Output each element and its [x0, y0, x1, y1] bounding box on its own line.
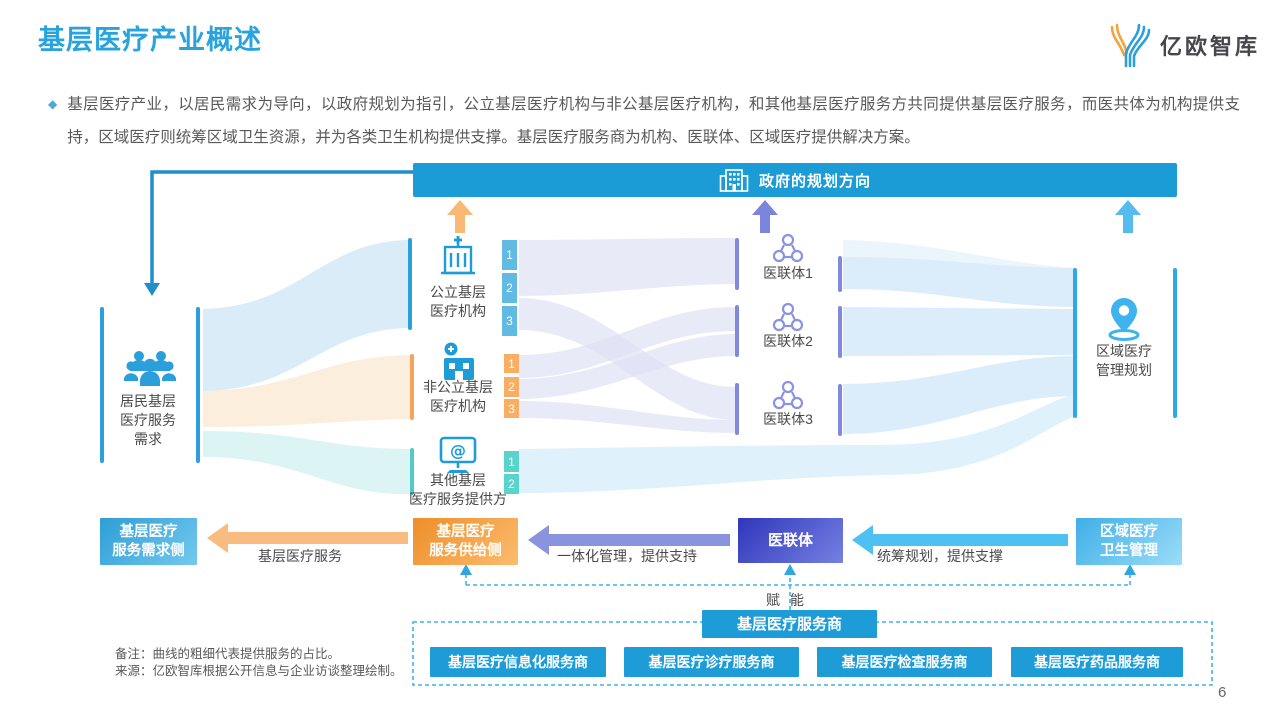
alliance3-label: 医联体3 — [763, 411, 813, 427]
up-arrow-purple — [752, 200, 778, 233]
up-arrow-orange — [447, 200, 473, 233]
provider-box-treatment: 基层医疗诊疗服务商 — [624, 647, 799, 677]
other-segment-2: 2 — [504, 474, 519, 494]
flow-demand-other — [203, 431, 410, 495]
regional-pin-icon — [1108, 298, 1140, 341]
flow-public-alliance1 — [519, 238, 735, 296]
up-arrow-blue — [1115, 200, 1141, 233]
alliance2-network-icon — [772, 302, 804, 332]
node-bars — [100, 238, 1177, 495]
nonpublic-segment-2: 2 — [504, 377, 519, 397]
provider-box-it: 基层医疗信息化服务商 — [430, 647, 606, 677]
gov-to-demand-arrowhead — [144, 283, 160, 296]
arrow1-label: 基层医疗服务 — [258, 548, 342, 564]
page-title: 基层医疗产业概述 — [38, 25, 262, 55]
intro-block: ◆ 基层医疗产业，以居民需求为导向，以政府规划为指引，公立基层医疗机构与非公基层… — [48, 88, 1240, 154]
brand-logo-icon — [1110, 23, 1151, 68]
other-segment-1: 1 — [504, 451, 519, 472]
flow-alliance2-regional-band — [843, 313, 1073, 355]
footnotes: 备注：曲线的粗细代表提供服务的占比。 来源：亿欧智库根据公开信息与企业访谈整理绘… — [115, 646, 403, 680]
public-segment-2: 2 — [502, 273, 517, 303]
arrow-alliance-to-supply — [528, 525, 730, 555]
supply-side-box: 基层医疗 服务供给侧 — [413, 518, 518, 565]
gov-planning-label: 政府的规划方向 — [758, 172, 871, 190]
intro-text: 基层医疗产业，以居民需求为导向，以政府规划为指引，公立基层医疗机构与非公基层医疗… — [67, 96, 1240, 146]
flow-alliance1-regional — [843, 257, 1073, 307]
demand-side-box: 基层医疗 服务需求侧 — [100, 518, 197, 565]
regional-node-label: 区域医疗 管理规划 — [1096, 343, 1152, 378]
brand-logo-text: 亿欧智库 — [1160, 34, 1261, 59]
empower-arrowhead-alliance — [784, 564, 796, 575]
alliance-box: 医联体 — [738, 518, 843, 563]
nonpublic-segment-3: 3 — [504, 399, 519, 418]
flow-nonpublic-alliance3 — [519, 401, 735, 433]
public-segment-1: 1 — [502, 240, 517, 270]
public-segment-3: 3 — [502, 306, 517, 336]
footnote-source: 来源：亿欧智库根据公开信息与企业访谈整理绘制。 — [115, 664, 403, 678]
providers-header-box: 基层医疗服务商 — [702, 610, 877, 638]
nonpublic-node-label: 非公立基层 医疗机构 — [423, 379, 493, 414]
people-group-icon — [124, 351, 176, 386]
empower-arrowhead-regional — [1124, 564, 1136, 575]
flow-nonpublic-alliance2-top — [519, 307, 735, 378]
empower-label-text: 赋能 — [766, 592, 814, 608]
regional-health-box: 区域医疗 卫生管理 — [1076, 518, 1182, 565]
brand-logo: 亿欧智库 — [1100, 22, 1260, 68]
arrow3-label: 统筹规划，提供支撑 — [877, 548, 1003, 564]
gov-planning-bar: 政府的规划方向 — [413, 163, 1177, 197]
nonpublic-segment-1: 1 — [504, 354, 519, 373]
flow-demand-public — [203, 240, 408, 391]
nonpublic-clinic-icon — [444, 342, 474, 380]
footnote-remark: 备注：曲线的粗细代表提供服务的占比。 — [115, 647, 341, 661]
arrow2-label: 一体化管理，提供支持 — [557, 548, 697, 564]
other-provider-monitor-icon: @ — [439, 436, 477, 473]
other-node-label: 其他基层 医疗服务提供方 — [409, 472, 507, 507]
flow-alliance3-regional — [843, 356, 1073, 434]
gov-building-icon — [719, 169, 749, 192]
empower-label: 赋能 — [750, 590, 830, 610]
arrow-supply-to-demand — [207, 523, 408, 553]
alliance2-label: 医联体2 — [763, 333, 813, 349]
page-number: 6 — [1218, 684, 1227, 701]
flow-other-regional — [519, 394, 1073, 493]
public-hospital-icon — [441, 236, 475, 275]
arrow-regional-to-alliance — [852, 525, 1068, 555]
demand-node-label: 居民基层 医疗服务 需求 — [120, 393, 176, 447]
flow-nonpublic-alliance2-bottom — [519, 334, 735, 399]
alliance1-label: 医联体1 — [763, 265, 813, 281]
alliance3-network-icon — [772, 380, 804, 410]
provider-box-examination: 基层医疗检查服务商 — [817, 647, 992, 677]
empower-arrowhead-supply — [460, 564, 472, 575]
provider-box-pharma: 基层医疗药品服务商 — [1011, 647, 1183, 677]
svg-text:@: @ — [450, 441, 466, 460]
public-node-label: 公立基层 医疗机构 — [430, 284, 486, 319]
gov-to-demand-arrow — [150, 170, 413, 284]
alliance1-network-icon — [772, 233, 804, 263]
flow-demand-nonpublic — [203, 355, 410, 427]
empower-dashed-lines — [465, 571, 1131, 610]
diamond-bullet-icon: ◆ — [48, 97, 58, 111]
